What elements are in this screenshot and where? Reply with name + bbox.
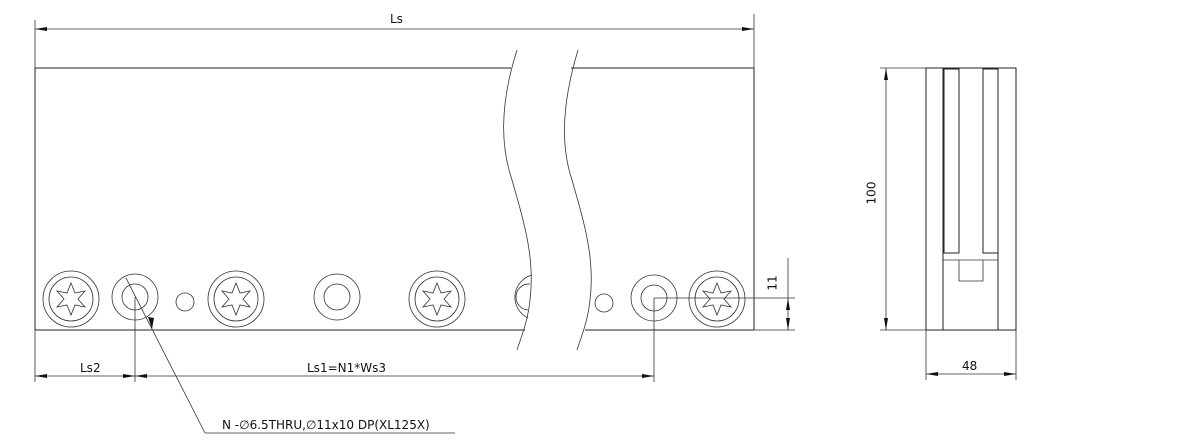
partial-hole xyxy=(514,274,533,319)
dimension-label-height: 100 xyxy=(864,181,879,205)
torx-screw-3 xyxy=(408,270,466,328)
side-view xyxy=(880,67,1017,380)
small-hole-1 xyxy=(175,292,195,312)
dimension-label-width: 48 xyxy=(962,359,978,373)
small-hole-2 xyxy=(594,293,614,313)
front-view xyxy=(34,14,795,434)
dimension-label-ls1: Ls1=N1*Ws3 xyxy=(307,361,386,375)
dimension-label-ls: Ls xyxy=(390,12,403,26)
torx-screw-2 xyxy=(207,270,265,328)
dimension-label-hole-height: 11 xyxy=(765,275,780,291)
torx-screw-1 xyxy=(42,270,100,328)
dimension-label-ls2: Ls2 xyxy=(80,361,101,375)
break-line-right xyxy=(564,49,592,351)
torx-screw-4 xyxy=(688,270,746,328)
counterbore-hole-2 xyxy=(313,273,361,321)
hole-callout: N -∅6.5THRU,∅11x10 DP(XL125X) xyxy=(222,418,430,432)
break-line-left xyxy=(503,49,532,351)
